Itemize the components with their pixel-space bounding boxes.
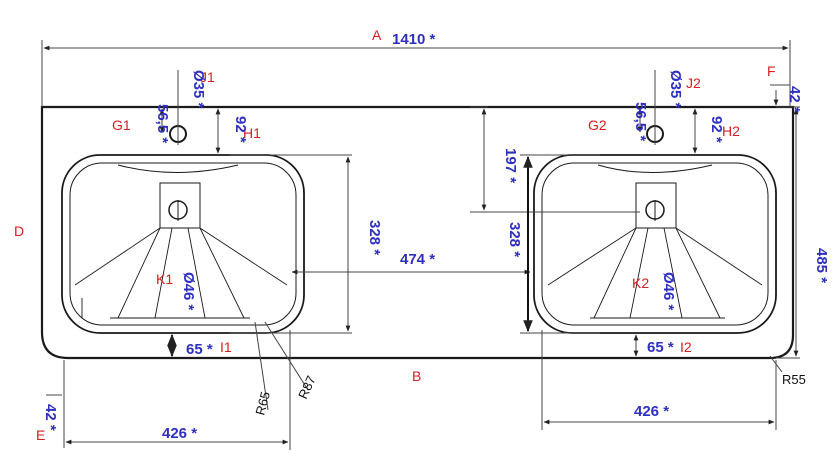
dim-tap-offset-right: 56,5 * bbox=[632, 102, 649, 141]
dim-edge-left: 42 * bbox=[42, 404, 59, 431]
dim-bowl-width-left: 426 * bbox=[162, 425, 197, 442]
dim-tap-offset-left: 56,5 * bbox=[154, 104, 171, 143]
left-basin bbox=[61, 154, 305, 334]
countertop-outline bbox=[40, 105, 795, 360]
dim-edge-right: 42 * bbox=[786, 86, 803, 113]
radius-65: R65 bbox=[252, 390, 273, 417]
label-a: A bbox=[372, 27, 382, 43]
dim-drain-right: Ø46 * bbox=[660, 272, 677, 311]
dim-depth-total: 485 * bbox=[813, 248, 830, 283]
dim-tap-hole-left: Ø35 * bbox=[190, 70, 207, 109]
label-g2: G2 bbox=[588, 117, 607, 133]
label-j2: J2 bbox=[686, 75, 701, 91]
dim-bowl-depth-left: 328 * bbox=[366, 220, 383, 255]
right-basin bbox=[533, 154, 777, 334]
dim-bowl-spacing: 474 * bbox=[400, 251, 435, 268]
label-i2: I2 bbox=[680, 339, 692, 355]
label-j1: J1 bbox=[200, 69, 215, 85]
radius-55: R55 bbox=[782, 372, 806, 387]
dim-drain-left: Ø46 * bbox=[180, 272, 197, 311]
label-k2: K2 bbox=[632, 275, 649, 291]
dim-bowl-width-right: 426 * bbox=[634, 403, 669, 420]
label-e: E bbox=[36, 427, 45, 443]
dim-bowl-top-right: 92 * bbox=[708, 116, 725, 143]
label-h2: H2 bbox=[722, 123, 740, 139]
label-g1: G1 bbox=[112, 117, 131, 133]
label-b: B bbox=[412, 368, 421, 384]
label-f: F bbox=[767, 63, 776, 79]
radius-87: R87 bbox=[295, 373, 319, 401]
label-d: D bbox=[14, 223, 24, 239]
dim-bowl-to-tap: 197 * bbox=[502, 148, 519, 183]
dim-bowl-bottom-left: 65 * bbox=[186, 341, 213, 358]
label-h1: H1 bbox=[243, 125, 261, 141]
dim-bowl-top-left: 92 * bbox=[232, 116, 249, 143]
dim-bowl-depth-right: 328 * bbox=[506, 222, 523, 257]
dim-overall-width: 1410 * bbox=[392, 31, 436, 48]
dimension-lines bbox=[41, 40, 800, 450]
dim-bowl-bottom-right: 65 * bbox=[647, 339, 674, 356]
label-k1: K1 bbox=[156, 271, 173, 287]
label-i1: I1 bbox=[220, 339, 232, 355]
dim-tap-hole-right: Ø35 * bbox=[667, 70, 684, 109]
